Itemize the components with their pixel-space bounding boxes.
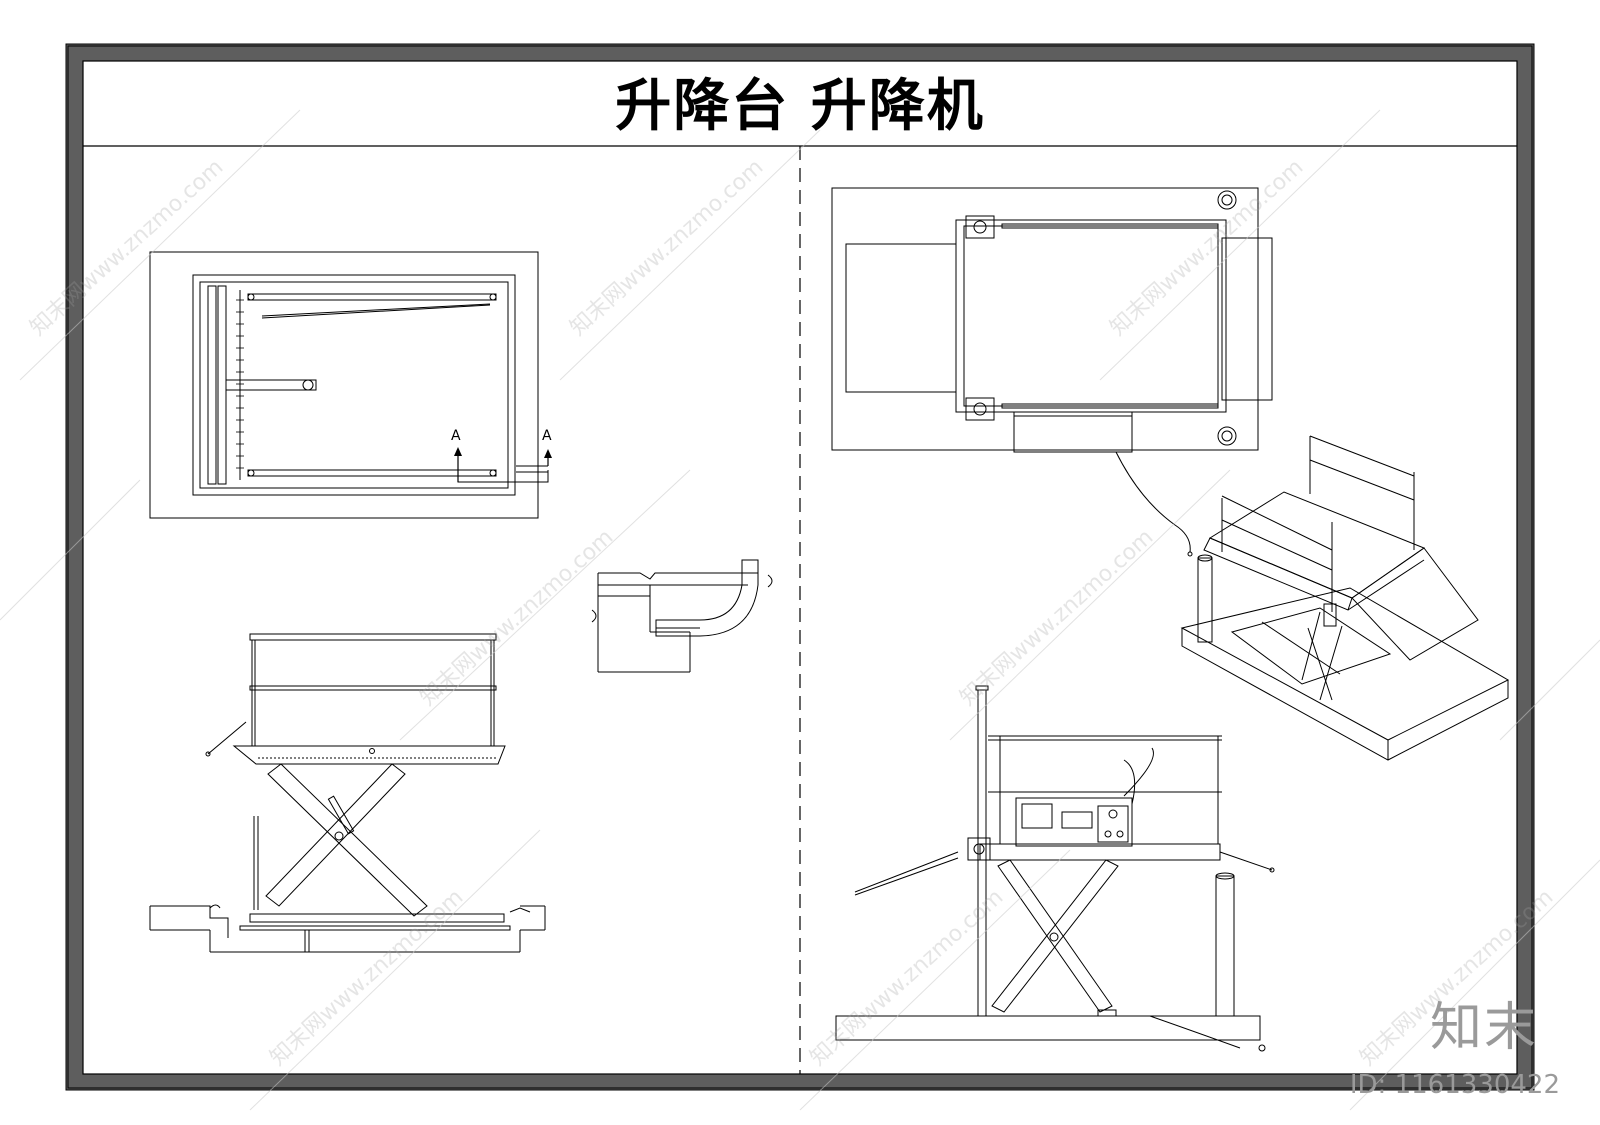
left-side-elevation	[149, 633, 546, 953]
image-id-label: ID: 1161330422	[1349, 1070, 1560, 1100]
section-arrow-left	[454, 447, 462, 482]
sheet-title: 升降台 升降机	[615, 74, 985, 139]
section-label-a-right: A	[542, 428, 552, 444]
brand-logo-text: 知末	[1429, 998, 1538, 1058]
right-side-elevation	[835, 685, 1275, 1052]
watermark-pattern	[0, 109, 1600, 1111]
section-label-a-left: A	[451, 428, 461, 444]
left-section-detail	[591, 559, 773, 673]
right-plan-view	[831, 187, 1273, 557]
left-plan-view	[149, 251, 549, 519]
right-isometric-view	[1180, 435, 1510, 761]
section-arrow-right	[544, 449, 552, 466]
